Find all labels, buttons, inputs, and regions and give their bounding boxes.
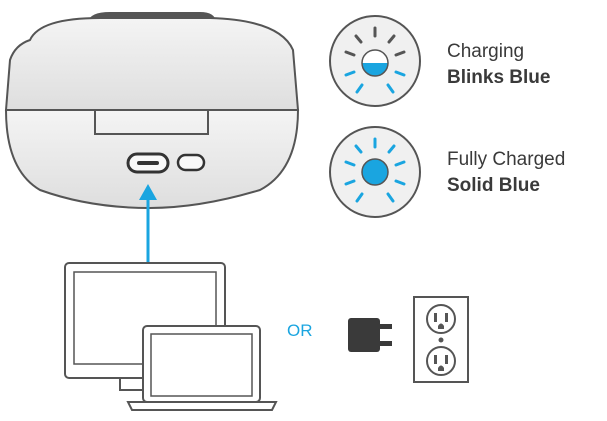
pair-button-icon [176,153,206,172]
led-half-blue-icon [329,15,421,107]
status-charging-title: Charging [447,41,525,62]
case-lid-notch [94,110,209,135]
wall-adapter-icon [348,318,392,352]
arrow-head-up [139,184,157,200]
laptop-icon [126,325,278,411]
status-full-description: Solid Blue [447,175,540,196]
usb-c-port-tongue [137,161,159,165]
status-full-title: Fully Charged [447,149,566,170]
charging-case [4,12,300,210]
wall-outlet-icon [413,296,469,383]
or-label: OR [287,321,313,340]
status-charging-description: Blinks Blue [447,67,551,88]
case-lid [4,17,300,111]
led-solid-blue-icon [329,126,421,218]
